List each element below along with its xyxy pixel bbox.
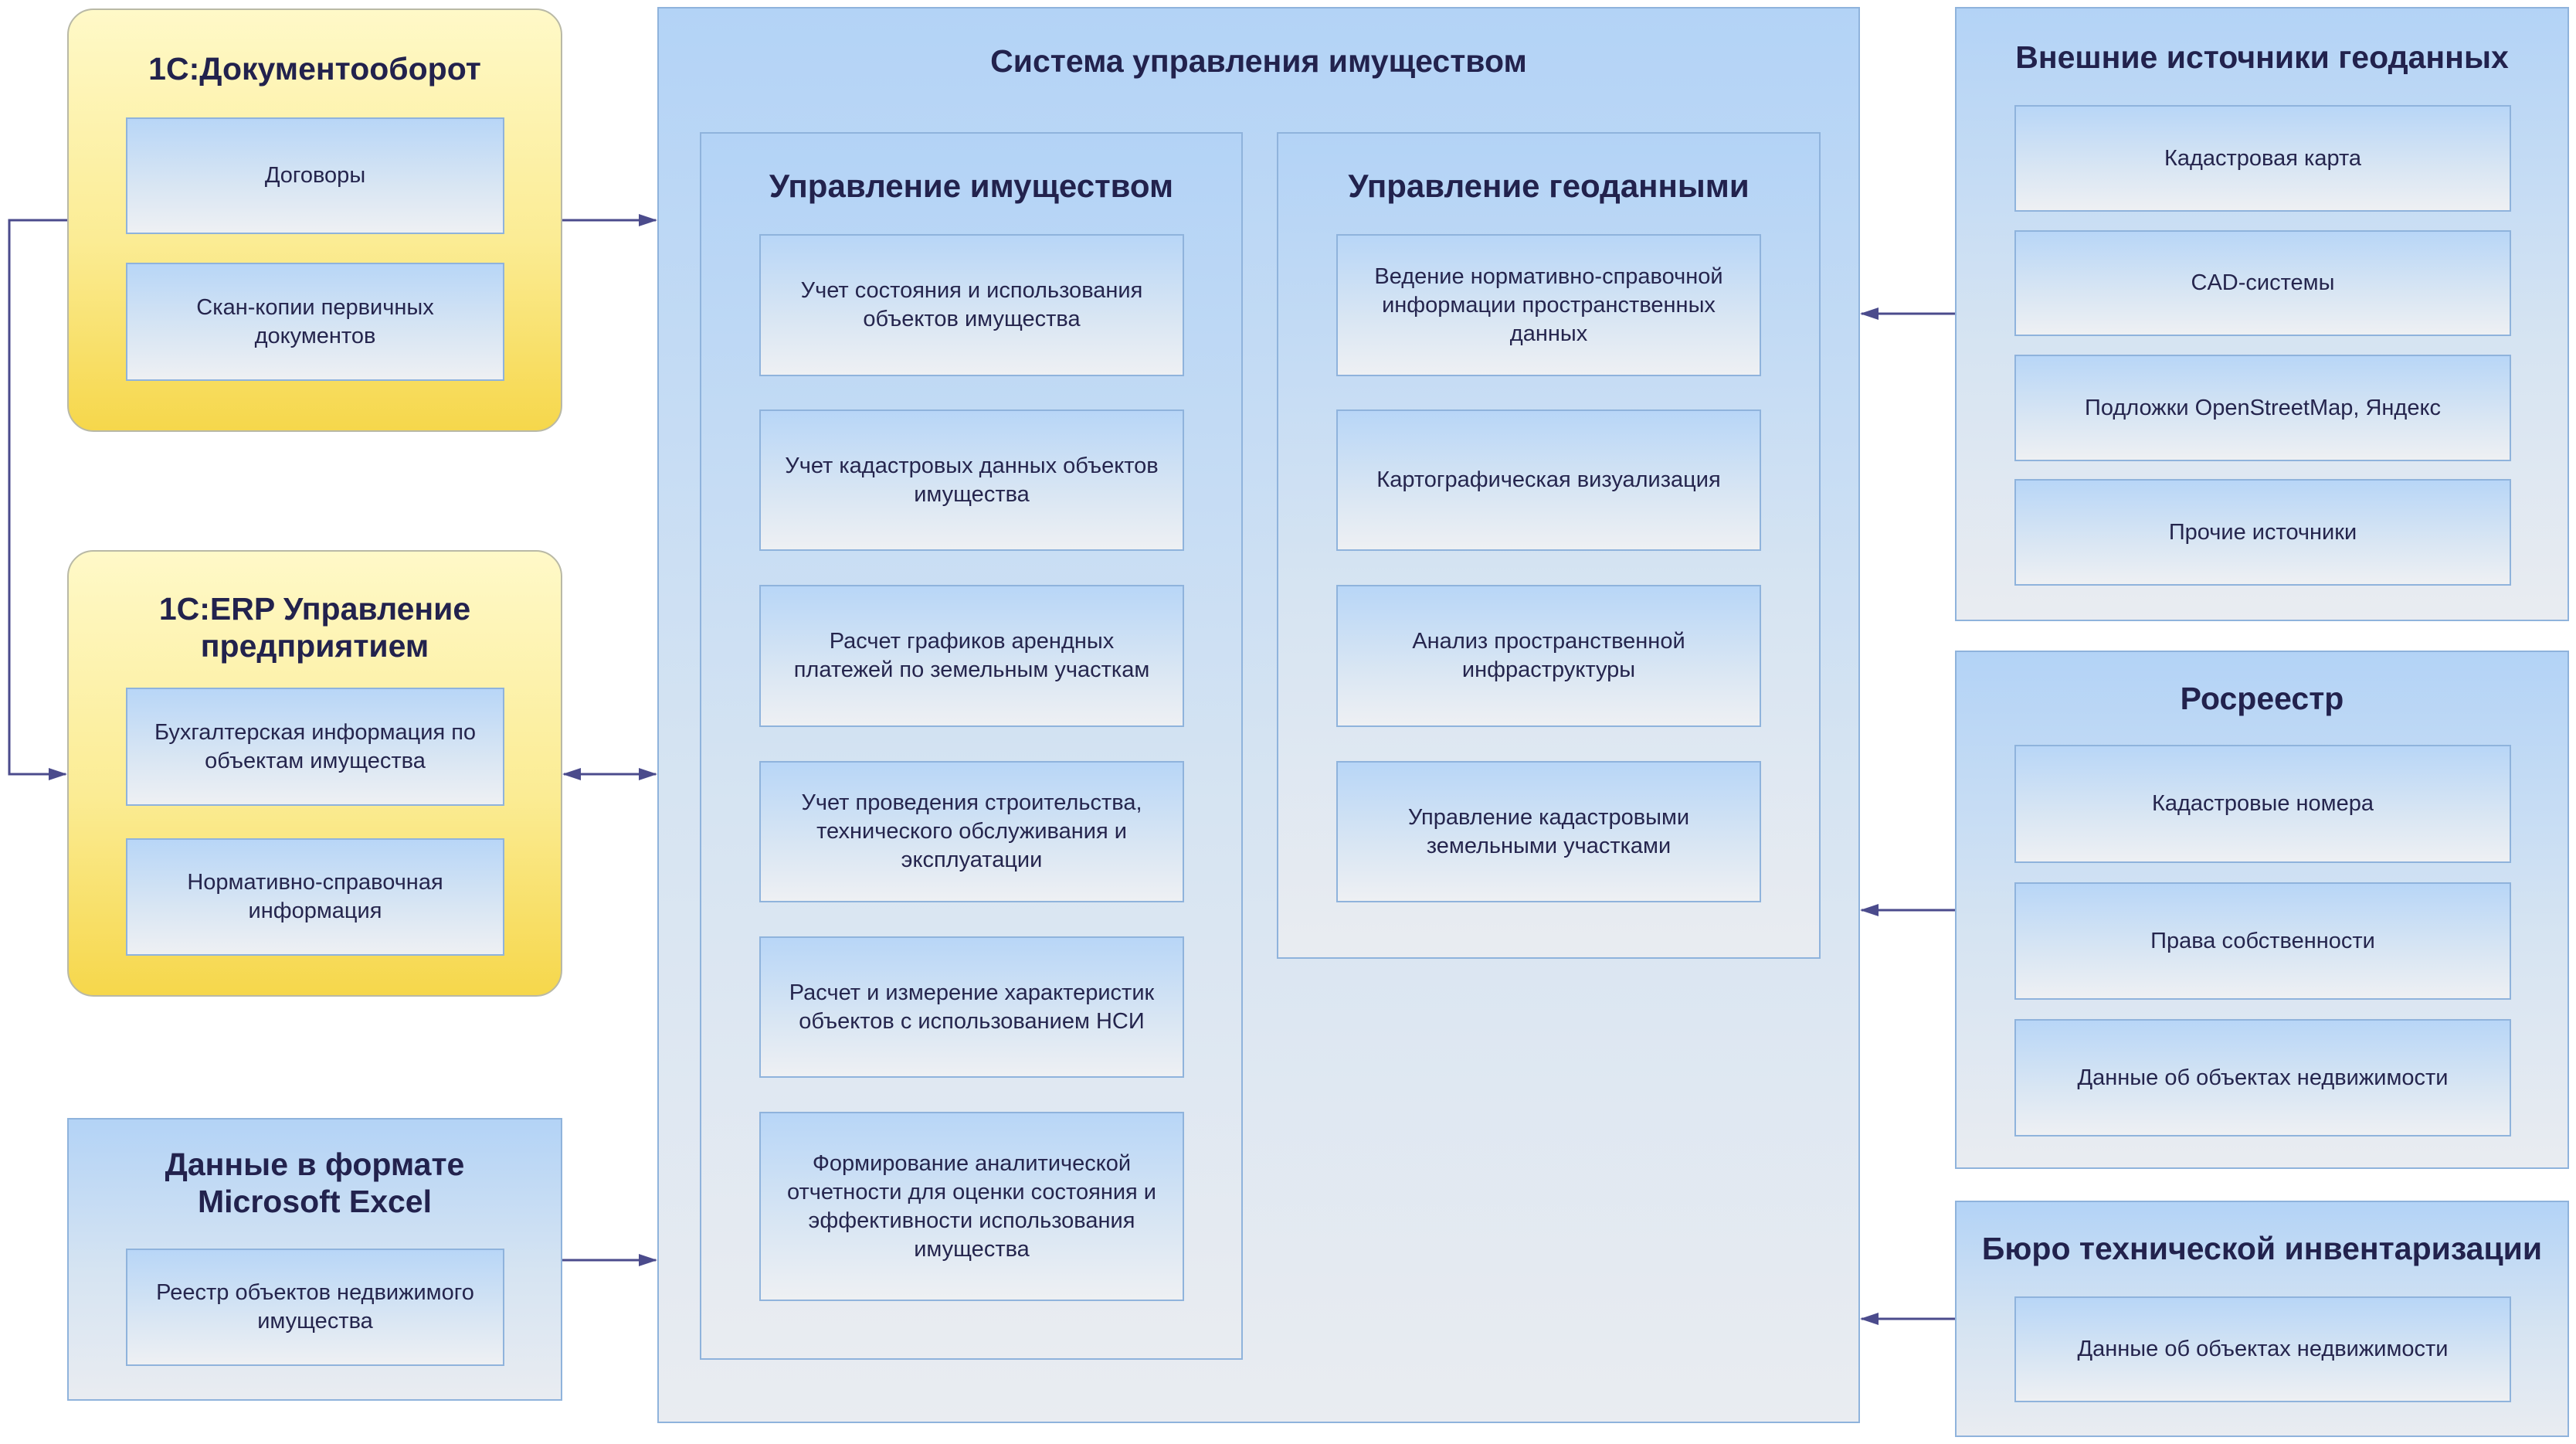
system-title: Система управления имуществом bbox=[990, 43, 1527, 79]
bti-title: Бюро технической инвентаризации bbox=[1981, 1231, 2543, 1266]
property-title: Управление имуществом bbox=[769, 168, 1174, 204]
erp-item-reference: Нормативно-справочная информация bbox=[126, 838, 504, 956]
bti-item-objects: Данные об объектах недвижимости bbox=[2014, 1296, 2511, 1402]
geo-item-1: Ведение нормативно-справочной информации… bbox=[1336, 234, 1761, 376]
geo-item-2: Картографическая визуализация bbox=[1336, 409, 1761, 551]
arrow-docflow-to-erp bbox=[8, 219, 67, 780]
system-box: Система управления имуществом Управление… bbox=[657, 7, 1860, 1423]
geo-box: Управление геоданными Ведение нормативно… bbox=[1277, 132, 1821, 959]
rosreestr-box: Росреестр Кадастровые номера Права собст… bbox=[1955, 651, 2569, 1169]
rosreestr-item-objects: Данные об объектах недвижимости bbox=[2014, 1019, 2511, 1137]
property-item-3: Расчет графиков арендных платежей по зем… bbox=[759, 585, 1184, 727]
external-title: Внешние источники геоданных bbox=[2015, 39, 2509, 75]
rosreestr-item-rights: Права собственности bbox=[2014, 882, 2511, 1000]
rosreestr-title: Росреестр bbox=[2180, 681, 2344, 716]
docflow-title: 1С:Документооборот bbox=[148, 51, 481, 87]
external-item-other: Прочие источники bbox=[2014, 479, 2511, 586]
geo-title: Управление геоданными bbox=[1348, 168, 1750, 204]
property-item-5: Расчет и измерение характеристик объекто… bbox=[759, 936, 1184, 1078]
excel-box: Данные в формате Microsoft Excel Реестр … bbox=[67, 1118, 562, 1401]
erp-box: 1С:ERP Управление предприятием Бухгалтер… bbox=[67, 550, 562, 997]
property-item-2: Учет кадастровых данных объектов имущест… bbox=[759, 409, 1184, 551]
excel-title: Данные в формате Microsoft Excel bbox=[165, 1147, 465, 1219]
excel-item-registry: Реестр объектов недвижимого имущества bbox=[126, 1249, 504, 1366]
property-item-1: Учет состояния и использования объектов … bbox=[759, 234, 1184, 376]
property-box: Управление имуществом Учет состояния и и… bbox=[700, 132, 1243, 1360]
docflow-item-contracts: Договоры bbox=[126, 117, 504, 234]
docflow-item-scans: Скан-копии первичных документов bbox=[126, 263, 504, 381]
geo-item-4: Управление кадастровыми земельными участ… bbox=[1336, 761, 1761, 902]
external-item-cad: CAD-системы bbox=[2014, 230, 2511, 336]
external-item-osm: Подложки OpenStreetMap, Яндекс bbox=[2014, 355, 2511, 461]
bti-box: Бюро технической инвентаризации Данные о… bbox=[1955, 1201, 2569, 1437]
docflow-box: 1С:Документооборот Договоры Скан-копии п… bbox=[67, 8, 562, 432]
external-item-cadastral-map: Кадастровая карта bbox=[2014, 105, 2511, 212]
rosreestr-item-numbers: Кадастровые номера bbox=[2014, 745, 2511, 863]
erp-item-accounting: Бухгалтерская информация по объектам иму… bbox=[126, 688, 504, 806]
property-item-6: Формирование аналитической отчетности дл… bbox=[759, 1112, 1184, 1301]
geo-item-3: Анализ пространственной инфраструктуры bbox=[1336, 585, 1761, 727]
external-box: Внешние источники геоданных Кадастровая … bbox=[1955, 7, 2569, 621]
erp-title: 1С:ERP Управление предприятием bbox=[158, 591, 471, 664]
property-item-4: Учет проведения строительства, техническ… bbox=[759, 761, 1184, 902]
